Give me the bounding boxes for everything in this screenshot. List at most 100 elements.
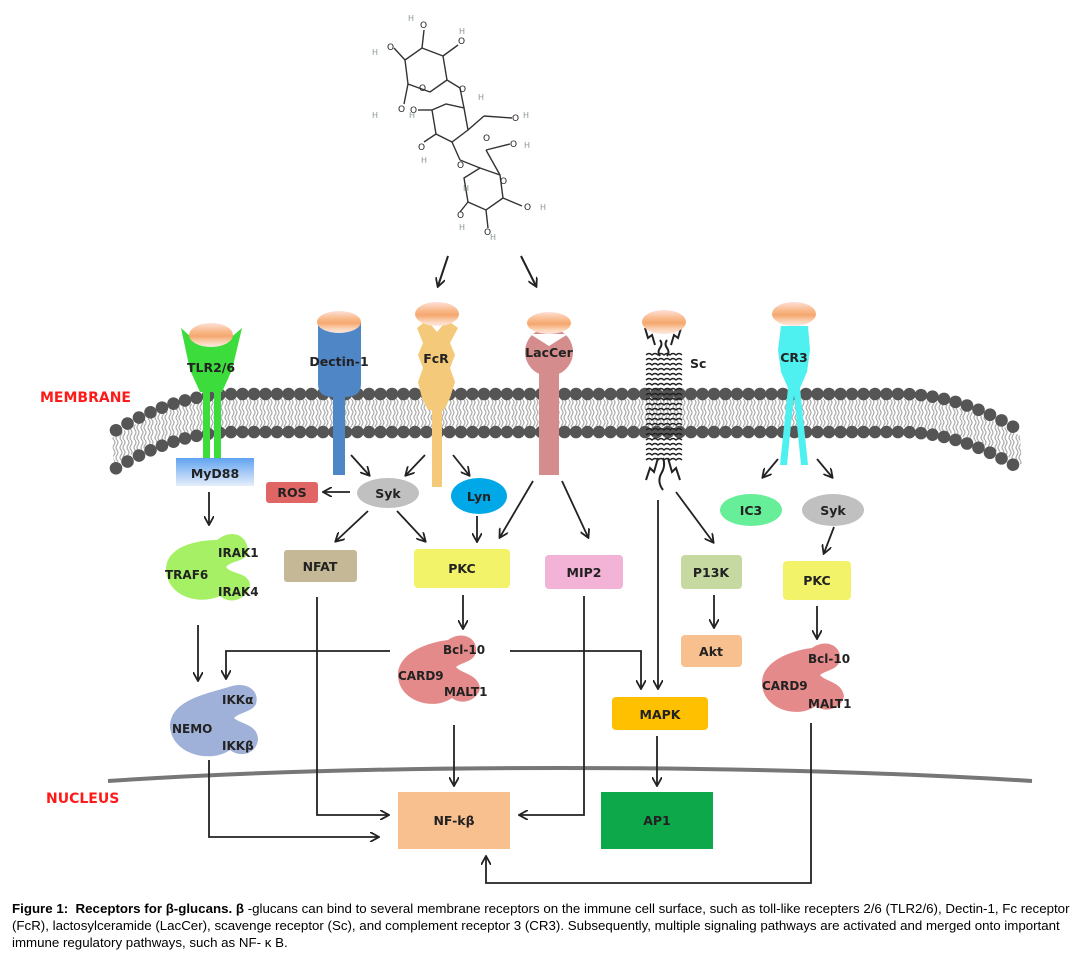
lipid-head [638,387,652,401]
lipid-head [949,395,962,409]
lipid-head [569,387,583,401]
lipid-head [845,387,859,401]
lipid-head [109,461,123,475]
node-label: ROS [277,485,306,500]
lipid-head [776,387,790,401]
lipid-head [569,425,583,439]
lipid-head [638,425,652,439]
atom-o: O [510,140,517,150]
lipid-head [397,425,410,439]
lipid-head [765,387,778,401]
lipid-head [684,387,698,401]
atom-o: O [512,114,519,124]
lipid-head [604,425,617,439]
arrow-laccer-pkc [500,480,534,537]
lipid-head [121,455,134,468]
lipid-head [1006,420,1020,433]
lipid-head [811,387,824,401]
lipid-head [960,437,974,450]
arrow-cr3-syk [816,458,832,477]
arrow-card9-mapk [510,650,641,688]
atom-o: O [483,134,490,144]
lipid-head [880,425,893,439]
pathway-arrows [198,454,835,884]
lipid-head [178,394,192,407]
lipid-head [719,387,732,401]
node-pkc-cr3: PKC [783,561,851,600]
node-label: Akt [699,644,723,659]
pathway-diagram: O O O O O O O O O O O O O O O O H H H H … [40,14,1033,884]
node-label-card9: CARD9 [762,679,808,693]
lipid-head [385,387,399,401]
lipid-head [512,425,525,439]
atom-o: O [418,143,425,153]
lipid-head [155,439,169,452]
lipid-head [592,425,606,439]
lipid-head [443,425,456,439]
lipid-head [523,425,537,439]
lipid-head [857,387,870,401]
lipid-head [742,387,755,401]
atom-o: O [387,43,394,53]
lipid-head [811,425,824,439]
lipid-head [995,452,1008,465]
node-label-malt1: MALT1 [808,697,851,711]
lipid-head [385,425,399,439]
node-label: P13K [693,565,731,580]
node-label: MIP2 [567,565,602,580]
glucan-hydrogens: H H H H H H H H H H H H H [372,14,546,242]
sc-wave [645,427,683,431]
arrow-fcr-syk [406,454,426,475]
node-label-bcl10: Bcl-10 [808,652,850,666]
node-akt: Akt [681,635,742,667]
ligand-bound-icon [527,312,571,334]
sc-wave [645,367,683,371]
sc-wave [645,422,683,426]
membrane-label: MEMBRANE [40,390,131,406]
node-ic3: IC3 [720,494,782,526]
arrow-fcr-lyn [452,454,469,475]
lipid-head [972,403,985,417]
lipid-head [420,425,433,439]
receptor-label: LacCer [525,345,573,360]
lipid-head [972,441,985,455]
lipid-head [109,423,123,437]
node-nfat: NFAT [284,550,357,582]
lipid-head [466,387,479,401]
atom-o: O [410,106,417,116]
lipid-head [224,425,238,439]
receptor-tlr2-6: TLR2/6 [181,323,242,463]
lipid-head [316,425,330,439]
node-label-traf6: TRAF6 [165,568,208,582]
node-syk: Syk [357,478,419,508]
node-ros: ROS [266,482,318,503]
lipid-head [581,387,594,401]
lipid-head [903,425,916,439]
lipid-head [558,425,571,439]
sc-wave [645,417,683,421]
lipid-head [845,425,859,439]
node-nemo-complex: IKKα NEMO IKKβ [170,684,258,757]
lipid-head [615,425,629,439]
node-label: PKC [448,561,475,576]
ligand-bound-icon [772,302,816,326]
lipid-head [282,425,295,439]
sc-wave [645,362,683,366]
lipid-head [960,399,974,412]
lipid-head [397,387,410,401]
lipid-head [374,387,387,401]
lipid-head [914,426,928,440]
arrow-cr3-ic3 [763,458,779,477]
lipid-head [926,428,939,442]
lipid-head [753,425,767,439]
sc-wave [645,372,683,376]
nucleus-label: NUCLEUS [46,791,119,807]
atom-h: H [459,223,465,232]
lipid-head [155,401,169,414]
atom-o: O [420,21,427,31]
caption-figure-number: Figure 1: [12,901,69,916]
lipid-head [236,425,249,439]
node-label: Syk [820,503,846,518]
lipid-head [604,387,617,401]
arrow-mip2-nfkb [520,596,585,815]
